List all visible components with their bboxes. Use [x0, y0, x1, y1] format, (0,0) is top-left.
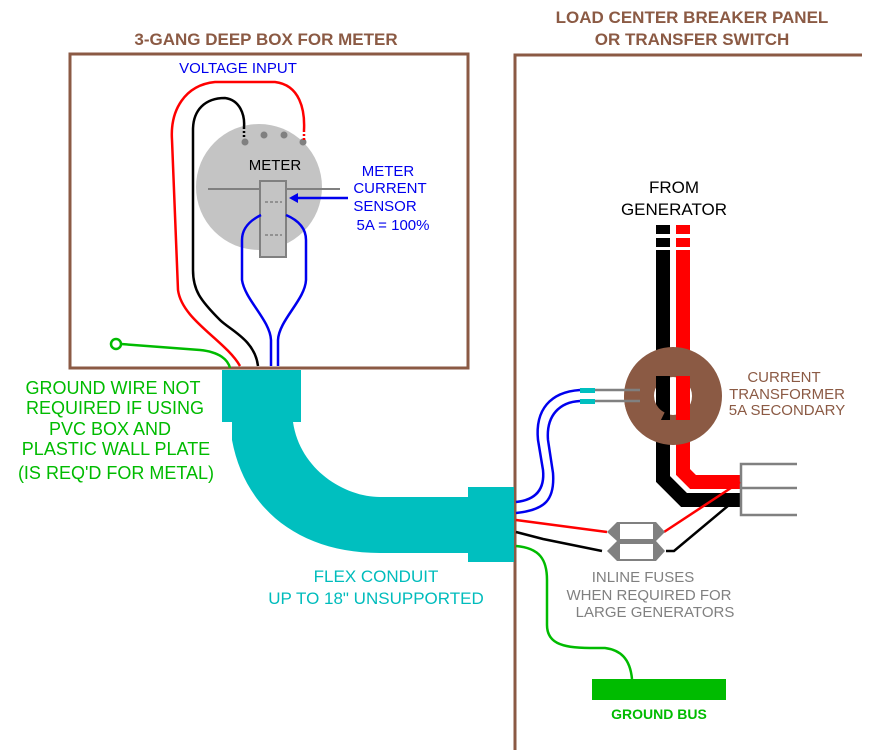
- inline-fuses: [607, 522, 665, 561]
- from-generator-line-2: GENERATOR: [621, 200, 727, 219]
- panel-enclosure: [513, 53, 862, 750]
- ground-note-line-5: (IS REQ'D FOR METAL): [18, 463, 214, 483]
- sensor-label-line-2: CURRENT: [353, 180, 426, 197]
- blue-sensor-wire-1: [240, 213, 273, 366]
- conduit-fitting-right: [468, 487, 514, 562]
- sensor-label-line-1: METER: [362, 163, 415, 180]
- red-voltage-wire: [170, 80, 306, 367]
- sensor-label-line-4: 5A = 100%: [357, 217, 430, 234]
- current-sensor-block: [259, 180, 287, 258]
- terminal-4: [299, 138, 307, 146]
- breaker-terminal: [739, 462, 797, 517]
- ground-bus-label: GROUND BUS: [611, 706, 707, 722]
- panel-title-line-2: OR TRANSFER SWITCH: [595, 30, 790, 49]
- fuse-label-line-1: INLINE FUSES: [592, 569, 695, 586]
- meter-box-title: 3-GANG DEEP BOX FOR METER: [134, 30, 397, 49]
- ct-label-line-1: CURRENT: [747, 369, 820, 386]
- conduit-body: [232, 422, 470, 553]
- meter-label: METER: [249, 157, 302, 174]
- sensor-label-line-3: SENSOR: [353, 198, 417, 215]
- ground-note-line-1: GROUND WIRE NOT: [26, 378, 201, 398]
- black-fuse-lead: [515, 530, 603, 553]
- blue-sensor-wire-panel-2: [515, 399, 581, 515]
- fuse-label-line-2: WHEN REQUIRED FOR: [567, 587, 732, 604]
- terminal-3: [280, 131, 288, 139]
- ct-label-line-3: 5A SECONDARY: [729, 402, 845, 419]
- flex-conduit: [222, 370, 514, 562]
- ground-ring-terminal: [109, 337, 123, 351]
- panel-title-line-1: LOAD CENTER BREAKER PANEL: [556, 8, 829, 27]
- voltage-input-label: VOLTAGE INPUT: [179, 60, 297, 77]
- blue-sensor-wire-2: [276, 213, 308, 366]
- ct-connector-1: [580, 388, 595, 393]
- conduit-label-line-1: FLEX CONDUIT: [314, 567, 439, 586]
- ground-note-line-4: PLASTIC WALL PLATE: [22, 439, 210, 459]
- ground-note-line-3: PVC BOX AND: [49, 419, 171, 439]
- terminal-2: [260, 131, 268, 139]
- conduit-label-line-2: UP TO 18" UNSUPPORTED: [268, 589, 483, 608]
- black-voltage-wire: [191, 96, 260, 367]
- ct-front: [624, 394, 666, 440]
- ground-note-line-2: REQUIRED IF USING: [26, 398, 204, 418]
- terminal-1: [241, 138, 249, 146]
- ct-label-line-2: TRANSFORMER: [729, 386, 845, 403]
- blue-sensor-wire-panel-1: [515, 388, 581, 504]
- meter-box-enclosure: [68, 52, 470, 370]
- red-fuse-lead: [515, 518, 608, 534]
- ground-wire-panel: [515, 544, 634, 680]
- black-fuse-to-breaker: [666, 499, 736, 553]
- ct-connector-2: [580, 399, 595, 404]
- from-generator-line-1: FROM: [649, 178, 699, 197]
- fuse-label-line-3: LARGE GENERATORS: [576, 604, 735, 621]
- red-fuse-to-breaker: [663, 480, 741, 534]
- sensor-arrow: [289, 193, 348, 203]
- meter: METER: [196, 124, 340, 258]
- ground-bus: [592, 679, 726, 700]
- conduit-fitting-top: [222, 370, 301, 422]
- ground-wire-meter: [120, 342, 232, 369]
